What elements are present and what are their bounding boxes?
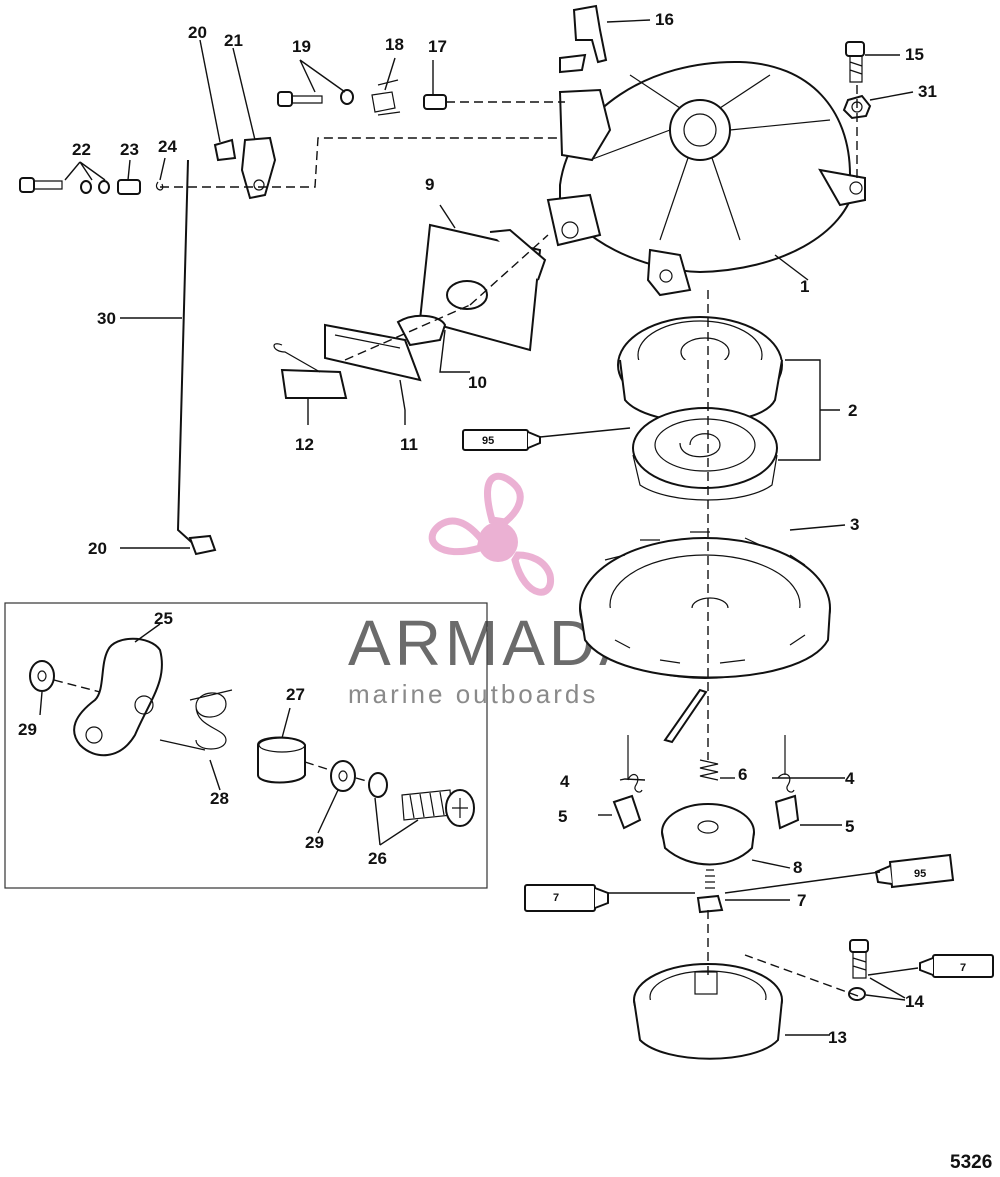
axis-line-handle <box>344 234 549 361</box>
callout-17: 17 <box>428 37 447 56</box>
svg-text:7: 7 <box>553 892 559 904</box>
handle-insert <box>280 368 348 399</box>
starter-rope <box>663 688 708 744</box>
axis-line-pawls <box>627 735 786 780</box>
callout-9: 9 <box>425 175 434 194</box>
callout-27: 27 <box>286 685 305 704</box>
callout-13: 13 <box>828 1028 847 1047</box>
callout-7: 7 <box>797 891 806 910</box>
pawl-cam <box>661 803 755 866</box>
grease-tube-7a: 7 <box>524 884 609 912</box>
rope-guide-bracket <box>418 223 547 352</box>
bushing-17 <box>423 94 447 110</box>
callout-30: 30 <box>97 309 116 328</box>
screw-19 <box>277 89 354 107</box>
callout-2: 2 <box>848 401 857 420</box>
starter-housing <box>546 60 866 297</box>
callout-22: 22 <box>72 140 91 159</box>
pawl-left <box>612 794 642 830</box>
callout-29-right: 29 <box>305 833 324 852</box>
callout-25: 25 <box>154 609 173 628</box>
inset-washer-right <box>330 760 356 792</box>
callout-28: 28 <box>210 789 229 808</box>
recoil-spring-assembly <box>617 316 783 501</box>
callout-12: 12 <box>295 435 314 454</box>
callout-23: 23 <box>120 140 139 159</box>
leader-lines <box>39 19 919 1036</box>
callout-21: 21 <box>224 31 243 50</box>
callout-5-right: 5 <box>845 817 854 836</box>
pawl-right <box>774 794 800 830</box>
watermark-tagline: marine outboards <box>348 679 598 709</box>
linkage-lever <box>213 136 277 200</box>
drawing-number: 5326 <box>950 1152 992 1173</box>
propeller-logo-icon <box>428 472 554 596</box>
housing-bolt <box>845 41 865 83</box>
callout-20-bottom: 20 <box>88 539 107 558</box>
callout-14: 14 <box>905 992 924 1011</box>
callout-31: 31 <box>918 82 937 101</box>
axis-line-cup-bolt <box>744 954 859 997</box>
starter-rope-end <box>273 343 321 373</box>
inset-bushing <box>257 736 306 784</box>
callout-1: 1 <box>800 277 809 296</box>
callout-6: 6 <box>738 765 747 784</box>
linkage-hardware <box>19 177 164 195</box>
callout-18: 18 <box>385 35 404 54</box>
svg-text:95: 95 <box>914 868 926 880</box>
callout-4-left: 4 <box>560 772 570 791</box>
callout-5-left: 5 <box>558 807 567 826</box>
cup-bolt <box>848 939 869 1001</box>
callout-3: 3 <box>850 515 859 534</box>
callout-26: 26 <box>368 849 387 868</box>
svg-text:95: 95 <box>482 435 494 447</box>
axis-line-inset <box>53 679 371 783</box>
grease-tube-95a: 95 <box>462 429 541 451</box>
inset-washer-left <box>29 660 55 692</box>
inset-torsion-spring <box>159 689 233 751</box>
svg-text:7: 7 <box>960 962 966 974</box>
inset-screw <box>401 789 475 827</box>
drive-cup <box>633 963 783 1060</box>
callout-labels: 1 2 3 4 4 5 5 6 7 8 9 10 11 12 13 14 15 … <box>18 10 937 1047</box>
inset-lockwasher <box>368 772 388 798</box>
callout-24: 24 <box>158 137 177 156</box>
retainer-screw <box>696 869 724 914</box>
callout-4-right: 4 <box>845 769 855 788</box>
link-rod <box>176 159 199 549</box>
inset-lever-plate <box>73 637 163 757</box>
callout-15: 15 <box>905 45 924 64</box>
callout-20-top: 20 <box>188 23 207 42</box>
pawl-spring-left <box>627 773 643 793</box>
callout-29-left: 29 <box>18 720 37 739</box>
lever-bracket <box>558 88 612 162</box>
callout-8: 8 <box>793 858 802 877</box>
callout-16: 16 <box>655 10 674 29</box>
rope-pulley <box>579 531 831 679</box>
rod-end-clip <box>188 534 217 556</box>
watermark: ARMADA marine outboards <box>348 472 642 709</box>
callout-10: 10 <box>468 373 487 392</box>
cam-spring <box>699 759 719 781</box>
grease-tube-95b: 95 <box>874 853 955 889</box>
callout-11: 11 <box>400 435 418 454</box>
detail-inset-box <box>4 602 488 889</box>
grease-tube-7b: 7 <box>919 954 994 978</box>
callout-19: 19 <box>292 37 311 56</box>
pawl-spring-right <box>777 773 795 793</box>
starter-handle <box>324 314 447 382</box>
axis-line-link <box>160 137 560 188</box>
throttle-lever <box>559 4 608 74</box>
